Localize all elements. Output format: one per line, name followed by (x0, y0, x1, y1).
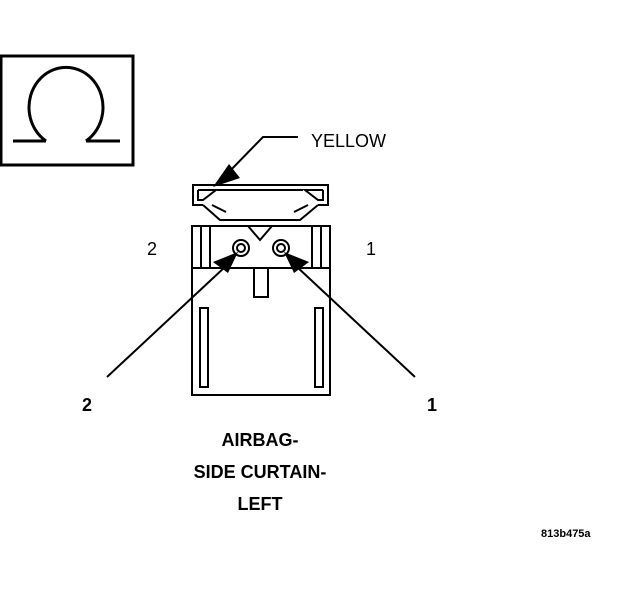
callout-1-label: 1 (427, 395, 438, 415)
terminal-1-label: 1 (366, 239, 377, 259)
connector-title-line-1: AIRBAG- (221, 430, 299, 450)
connector-title-line-3: LEFT (237, 494, 283, 514)
figure-id: 813b475a (541, 528, 591, 540)
callout-arrow-terminal-2 (106, 252, 238, 378)
yellow-leader-arrow (213, 136, 298, 187)
connector-body (191, 184, 331, 396)
connector-title-line-2: SIDE CURTAIN- (193, 462, 327, 482)
callout-2-label: 2 (82, 395, 93, 415)
ohm-symbol-icon (0, 54, 135, 167)
callout-arrow-terminal-1 (284, 252, 416, 378)
wire-color-label: YELLOW (311, 131, 387, 151)
terminal-2-label: 2 (147, 239, 158, 259)
